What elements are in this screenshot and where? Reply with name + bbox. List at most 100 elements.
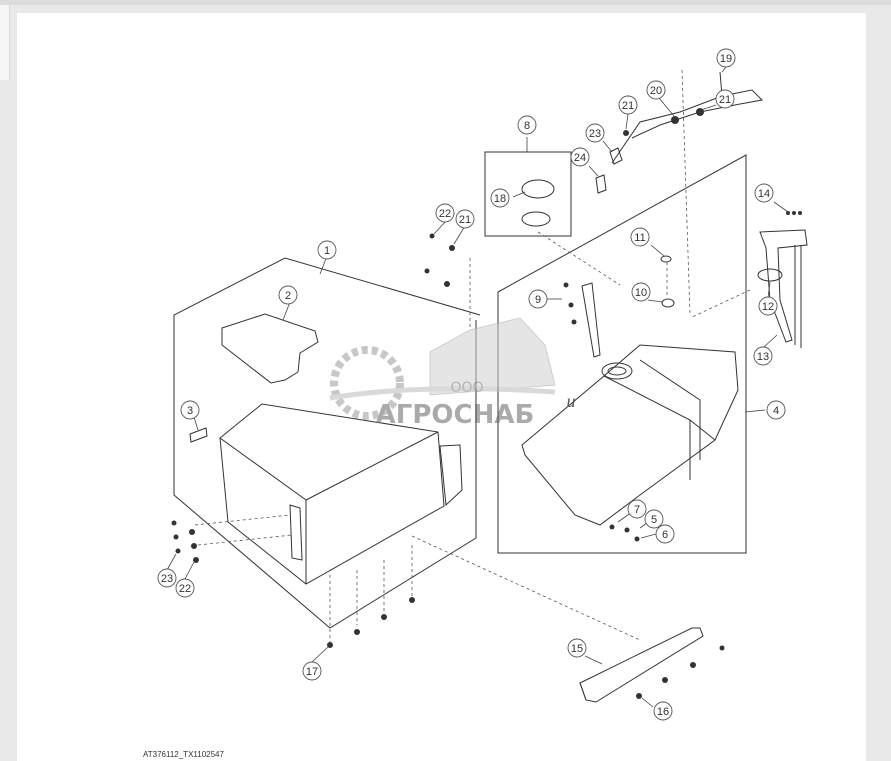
callout-leader [512,191,526,198]
fuel-sender [759,229,808,343]
bolt [786,211,790,215]
callout-17: 17 [302,661,322,681]
callout-leader [453,225,466,245]
callout-circle [490,188,510,208]
watermark-suffix: и [567,391,576,411]
callout-3: 3 [180,400,200,420]
callout-label: 5 [651,514,657,526]
callout-21: 21 [618,95,638,115]
callout-21: 21 [715,89,735,109]
bolt [173,534,179,540]
leader-sender [689,289,751,319]
lower-bracket-flange [579,682,587,701]
callout-leader [625,113,629,130]
callout-circle [655,524,675,544]
bolt [424,268,430,274]
callout-label: 4 [773,405,779,417]
callout-leader [166,553,177,571]
callout-circle [570,147,590,167]
callout-14: 14 [754,183,774,203]
nut [624,527,630,533]
callout-label: 8 [524,120,530,132]
callout-leader [193,416,199,431]
leader-side-bolts-2 [197,534,293,546]
bolt [798,211,802,215]
bolt [568,302,574,308]
callout-leader [433,220,447,235]
callout-19: 19 [716,48,736,68]
watermark: ООО АГРОСНАБ [329,317,556,430]
callout-13: 13 [753,346,773,366]
callout-circle [715,89,735,109]
bolt [571,319,577,325]
callout-circle [754,183,774,203]
callout-5: 5 [644,509,664,529]
callout-4: 4 [766,400,786,420]
hose-clamp [623,130,629,136]
nut [327,642,333,648]
callout-label: 14 [758,188,770,200]
callout-circle [175,578,195,598]
callout-20: 20 [646,80,666,100]
bolt [171,520,177,526]
drawing-id: AT376112_TX1102547 [143,750,224,759]
callout-circle [528,289,548,309]
fuel-tank-strap [639,359,701,460]
callout-circle [157,568,177,588]
callout-2: 2 [278,285,298,305]
callout-circle [753,346,773,366]
callout-label: 2 [285,290,291,302]
callout-label: 10 [635,287,647,299]
hose-clamp [671,116,679,124]
leader-side-bolts [194,514,291,526]
right-assembly-boundary [497,154,747,554]
housing-step-bracket [439,444,463,507]
callout-circle [455,209,475,229]
callout-21: 21 [455,209,475,229]
callout-24: 24 [570,147,590,167]
leader-bracket [411,535,641,641]
left-assembly-boundary [173,257,481,629]
housing-bracket [289,504,303,561]
left-panel-edge [0,5,10,80]
callout-leader [700,104,717,111]
callout-circle [317,240,337,260]
fuel-tank-top-edge [603,375,716,441]
sender-seal-ring [757,268,783,282]
small-decal [189,427,208,443]
callout-circle [644,509,664,529]
watermark-harvester-icon [429,317,556,396]
callout-circle [302,661,322,681]
callout-leader [721,66,727,73]
floor-mat [221,313,319,384]
nut [191,543,197,549]
callout-label: 7 [634,504,640,516]
callout-leader [767,281,771,299]
callout-label: 19 [720,53,732,65]
filler-neck-ring [601,362,633,380]
nut [381,614,387,620]
watermark-swoosh [329,386,556,401]
callout-circle [567,638,587,658]
nut [449,245,455,251]
callout-leader [641,697,654,708]
hose-fitting [609,147,623,165]
callout-label: 12 [762,301,774,313]
bolt [634,536,640,542]
bolt [792,211,796,215]
fuel-cap-seal [521,211,551,227]
callout-circle [618,95,638,115]
callout-label: 16 [657,706,669,718]
callout-label: 13 [757,351,769,363]
callout-circle [758,296,778,316]
callout-23: 23 [585,123,605,143]
fuel-tank [521,344,739,526]
callout-label: 22 [439,208,451,220]
callout-circle [585,123,605,143]
callout-label: 11 [634,232,645,244]
nut [444,281,450,287]
callout-label: 23 [161,573,173,585]
callout-10: 10 [631,282,651,302]
callout-leader [588,165,599,177]
